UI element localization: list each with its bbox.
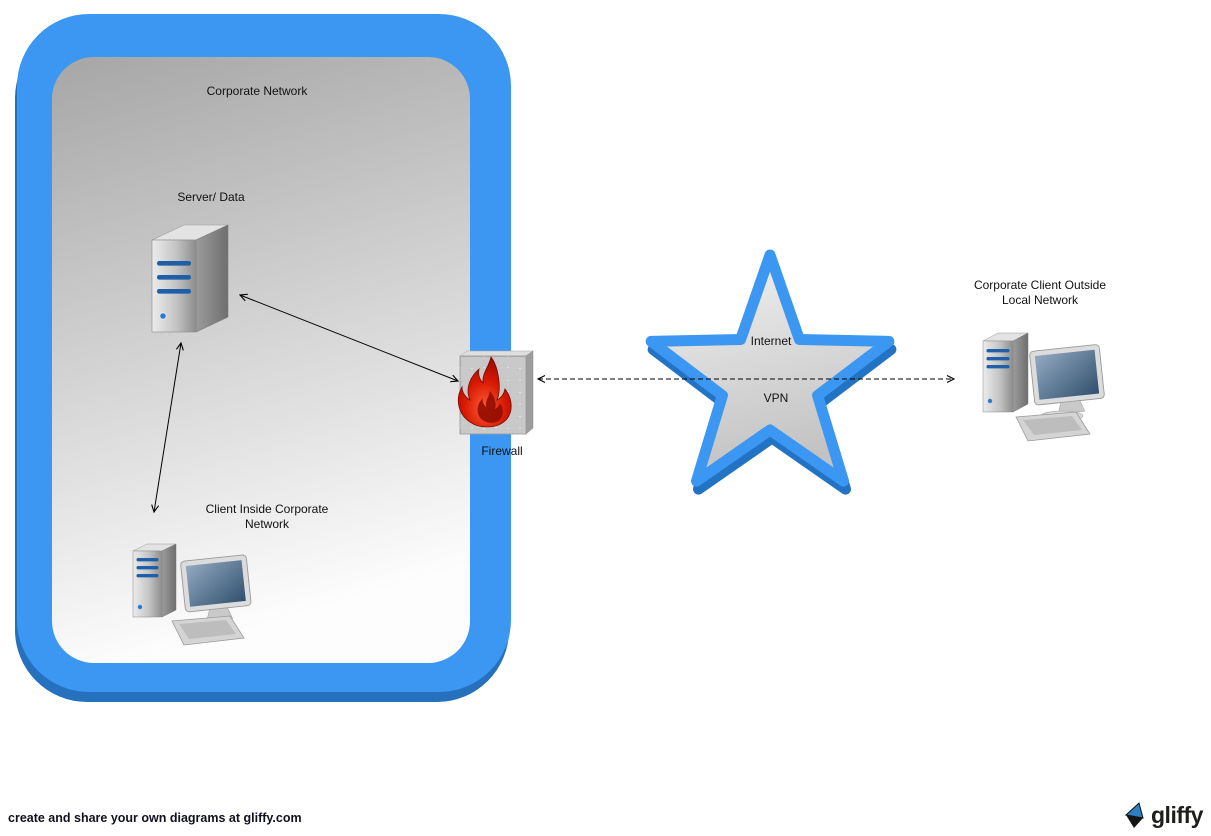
corporate-network-panel bbox=[52, 57, 470, 663]
client-inside-label: Client Inside Corporate Network bbox=[205, 502, 329, 531]
client-outside-label: Corporate Client Outside Local Network bbox=[973, 278, 1107, 307]
server-client-arrow bbox=[151, 341, 184, 514]
firewall-icon bbox=[457, 350, 534, 435]
gliffy-tagline: create and share your own diagrams at gl… bbox=[8, 811, 302, 825]
client-outside-computer-icon bbox=[982, 332, 1105, 442]
firewall-label: Firewall bbox=[481, 444, 523, 458]
flame-inner-icon bbox=[477, 391, 503, 423]
gliffy-logo-text: gliffy bbox=[1151, 802, 1203, 828]
internet-label: Internet bbox=[750, 334, 792, 348]
server-firewall-arrow bbox=[238, 293, 460, 383]
server-icon bbox=[151, 224, 229, 333]
client-inside-computer-icon bbox=[132, 543, 252, 646]
gliffy-logo: gliffy bbox=[1124, 802, 1203, 829]
internet-star-shape bbox=[645, 249, 897, 495]
corporate-network-container bbox=[15, 14, 511, 702]
vpn-label: VPN bbox=[763, 391, 789, 405]
corporate-network-label: Corporate Network bbox=[206, 84, 308, 98]
server-label: Server/ Data bbox=[177, 190, 245, 204]
internet-star-body bbox=[645, 249, 895, 487]
gliffy-logo-icon bbox=[1124, 802, 1144, 828]
